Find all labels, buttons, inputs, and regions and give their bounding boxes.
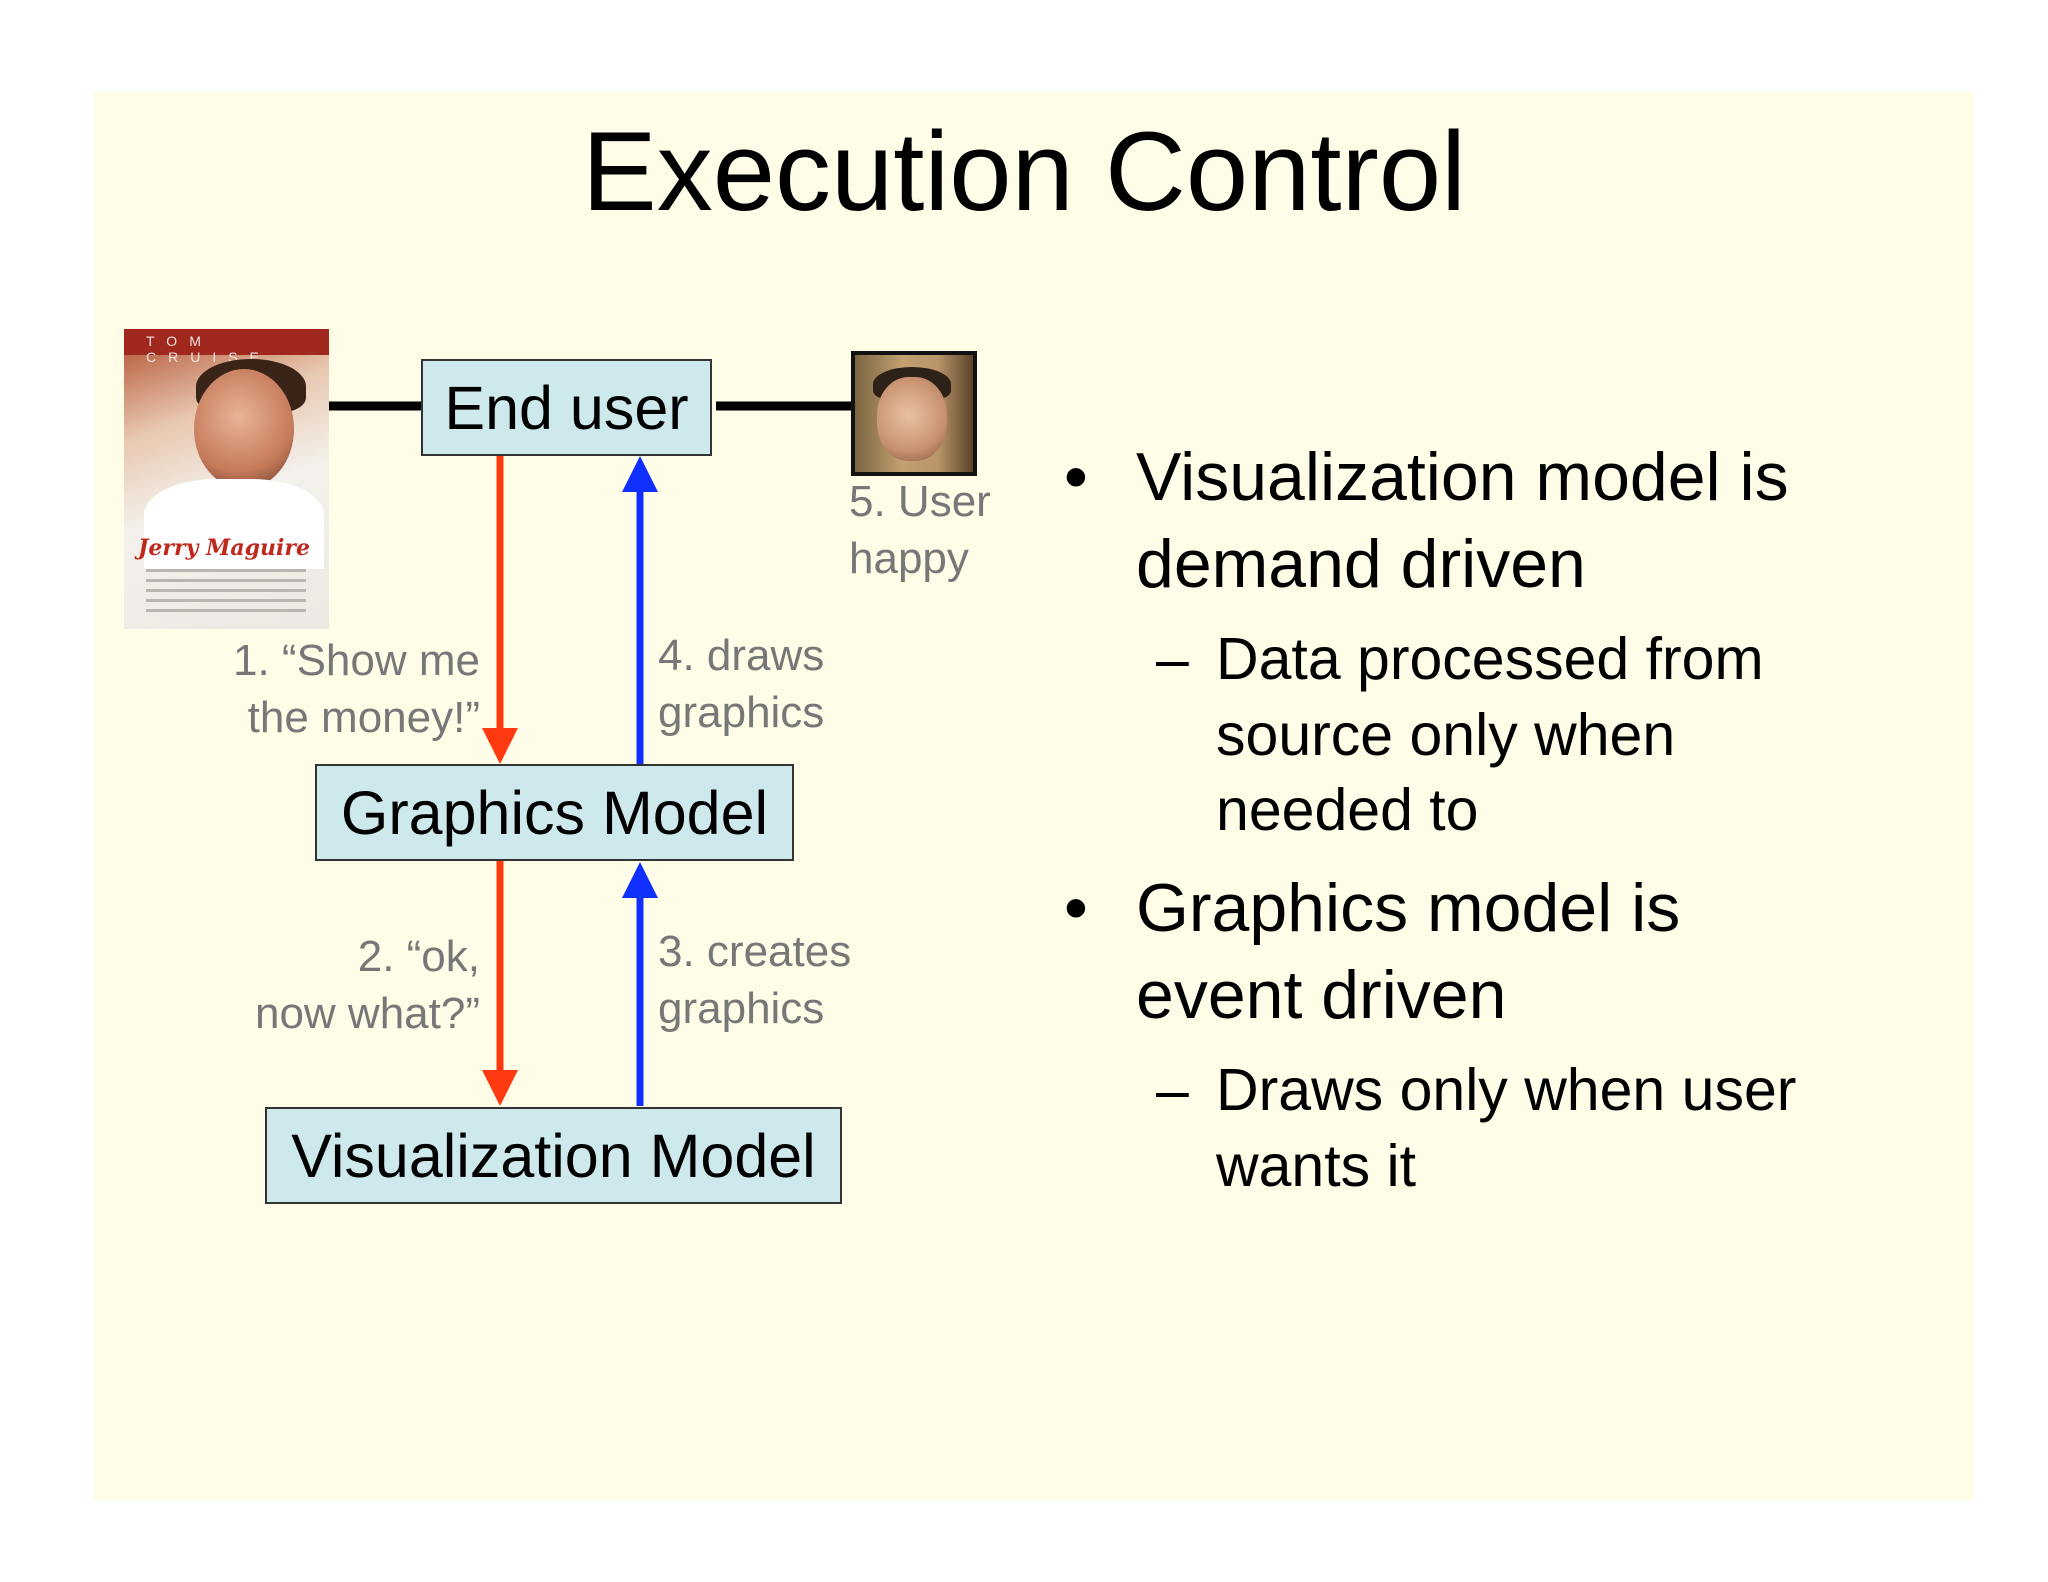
request-arrow-1-head: [482, 728, 518, 764]
step-2-label: 2. “ok, now what?”: [254, 932, 480, 1039]
step-3-label: 3. creates graphics: [658, 927, 852, 1034]
dash-marker: –: [1156, 1057, 1189, 1123]
response-arrow-3-head: [622, 862, 658, 898]
bullet-marker: •: [1064, 870, 1088, 946]
bullet-1-text: Visualization model is demand driven: [1136, 439, 1789, 603]
slide-title: Execution Control: [581, 109, 1467, 234]
poster-fine-print: [146, 579, 306, 582]
poster-shirt: [144, 479, 324, 569]
poster-fine-print: [146, 609, 306, 612]
bullet-2-subtext: Draws only when user wants it: [1216, 1057, 1797, 1199]
node-graphics-model: Graphics Model: [315, 764, 794, 861]
bullet-2-text: Graphics model is event driven: [1136, 870, 1681, 1034]
request-arrow-2-head: [482, 1070, 518, 1106]
poster-movie-title: Jerry Maguire: [138, 535, 310, 561]
node-end-user-label: End user: [444, 373, 689, 442]
node-visualization-model-label: Visualization Model: [291, 1121, 816, 1190]
step-1-label: 1. “Show me the money!”: [233, 636, 480, 743]
node-graphics-model-label: Graphics Model: [340, 778, 769, 847]
happy-user-photo: [851, 351, 977, 476]
node-visualization-model: Visualization Model: [265, 1107, 842, 1204]
dash-marker: –: [1156, 626, 1189, 692]
step-4-label: 4. draws graphics: [658, 631, 825, 738]
poster-fine-print: [146, 589, 306, 592]
poster-face: [194, 369, 294, 489]
poster-top-band: TOM CRUISE: [124, 329, 329, 365]
node-end-user: End user: [421, 359, 712, 456]
poster-fine-print: [146, 599, 306, 602]
bullet-1-subtext: Data processed from source only when nee…: [1216, 626, 1764, 844]
step-5-label: 5. User happy: [849, 477, 991, 584]
poster-fine-print: [146, 569, 306, 572]
movie-poster-image: TOM CRUISE Jerry Maguire: [124, 329, 329, 629]
response-arrow-4-head: [622, 456, 658, 492]
bullet-marker: •: [1064, 439, 1088, 515]
